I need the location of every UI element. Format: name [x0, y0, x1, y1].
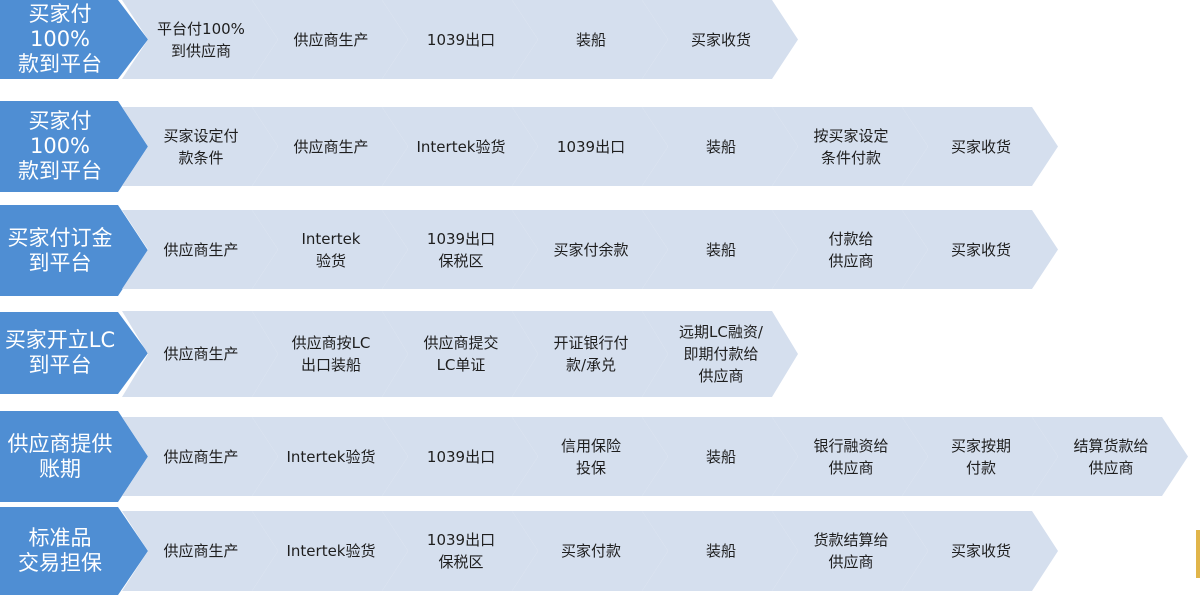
flow-row-6: 标准品 交易担保 供应商生产 Intertek验货 1039出口 保税区 买家付… — [0, 507, 1200, 595]
flow-step-label: Intertek 验货 — [301, 229, 361, 270]
flow-step-label: Intertek验货 — [286, 542, 376, 560]
flow-step: 供应商生产 — [252, 107, 408, 186]
row-header: 买家付100% 款到平台 — [0, 101, 148, 192]
flow-step-label: 买家收货 — [950, 542, 1011, 560]
flow-step: 买家收货 — [902, 107, 1058, 186]
flow-step: 买家收货 — [642, 0, 798, 79]
flow-row-4: 买家开立LC 到平台 供应商生产 供应商按LC 出口装船 供应商提交 LC单证 … — [0, 309, 1200, 398]
flow-row-5: 供应商提供 账期 供应商生产 Intertek验货 1039出口 信用保险 投保… — [0, 411, 1200, 502]
flow-step: 装船 — [642, 511, 798, 591]
flow-step-label: 供应商生产 — [163, 240, 239, 259]
flow-step-label: 开证银行付 款/承兑 — [553, 334, 629, 374]
flow-step: 供应商提交 LC单证 — [382, 311, 538, 397]
flow-step-label: 买家收货 — [950, 137, 1011, 156]
flow-step: Intertek验货 — [252, 417, 408, 496]
row-header-label: 买家付订金 到平台 — [7, 225, 113, 275]
flow-step-label: 1039出口 — [556, 137, 626, 156]
flow-step-label: 供应商生产 — [293, 30, 369, 49]
flow-step: 装船 — [642, 210, 798, 289]
flow-row-2: 买家付100% 款到平台 买家设定付 款条件 供应商生产 Intertek验货 … — [0, 101, 1200, 192]
flow-step-label: Intertek验货 — [416, 137, 506, 156]
flow-step: 供应商生产 — [122, 210, 278, 289]
flow-step: 平台付100% 到供应商 — [122, 0, 278, 79]
flow-step: 供应商生产 — [122, 417, 278, 496]
flow-step: 信用保险 投保 — [512, 417, 668, 496]
row-header: 标准品 交易担保 — [0, 507, 148, 595]
flow-step: Intertek 验货 — [252, 210, 408, 289]
flow-step: 装船 — [642, 417, 798, 496]
flow-step-label: 供应商生产 — [163, 345, 239, 363]
flow-step-label: 货款结算给 供应商 — [813, 531, 889, 571]
flow-step: 买家按期 付款 — [902, 417, 1058, 496]
flow-step: 1039出口 保税区 — [382, 511, 538, 591]
flow-step: 货款结算给 供应商 — [772, 511, 928, 591]
flow-step-label: 买家按期 付款 — [950, 436, 1011, 477]
flow-step: 装船 — [642, 107, 798, 186]
flow-step: 1039出口 — [382, 417, 538, 496]
flow-step-label: 按买家设定 条件付款 — [813, 126, 889, 167]
flow-step: 买家收货 — [902, 511, 1058, 591]
flow-step-label: 买家设定付 款条件 — [163, 126, 239, 167]
row-header: 供应商提供 账期 — [0, 411, 148, 502]
row-header: 买家付订金 到平台 — [0, 205, 148, 296]
flow-step-label: 买家付余款 — [553, 240, 629, 259]
flow-step: 供应商生产 — [252, 0, 408, 79]
flow-step: 远期LC融资/ 即期付款给 供应商 — [642, 311, 798, 397]
flow-step: 供应商生产 — [122, 311, 278, 397]
flow-step-label: 装船 — [705, 542, 736, 560]
row-header: 买家付100% 款到平台 — [0, 0, 148, 79]
flow-step-label: 买家收货 — [950, 240, 1011, 259]
flow-step-label: 供应商按LC 出口装船 — [291, 334, 371, 374]
flow-step-label: 供应商生产 — [163, 447, 239, 466]
flow-step: 买家付款 — [512, 511, 668, 591]
flow-step: 1039出口 — [512, 107, 668, 186]
flow-row-3: 买家付订金 到平台 供应商生产 Intertek 验货 1039出口 保税区 买… — [0, 205, 1200, 296]
flow-step: 付款给 供应商 — [772, 210, 928, 289]
row-header: 买家开立LC 到平台 — [0, 312, 148, 394]
flow-step-label: 供应商生产 — [293, 137, 369, 156]
flow-step-label: 银行融资给 供应商 — [813, 436, 889, 477]
row-header-label: 供应商提供 账期 — [7, 431, 113, 481]
flow-step: 供应商按LC 出口装船 — [252, 311, 408, 397]
flow-step-label: 装船 — [575, 30, 606, 49]
flow-step: 结算货款给 供应商 — [1032, 417, 1188, 496]
flow-step-label: 装船 — [705, 447, 736, 466]
flow-step-label: 1039出口 — [426, 447, 496, 466]
flow-step: Intertek验货 — [382, 107, 538, 186]
flow-step-label: 装船 — [705, 137, 736, 156]
flow-step: 1039出口 — [382, 0, 538, 79]
flow-step: 买家付余款 — [512, 210, 668, 289]
row-header-label: 买家开立LC 到平台 — [4, 328, 116, 377]
row-header-label: 买家付100% 款到平台 — [18, 2, 102, 76]
flow-step-label: 1039出口 — [426, 30, 496, 49]
flow-step: 银行融资给 供应商 — [772, 417, 928, 496]
flow-step: 开证银行付 款/承兑 — [512, 311, 668, 397]
flow-step-label: 1039出口 保税区 — [426, 531, 496, 571]
flow-step: 装船 — [512, 0, 668, 79]
flow-step: 买家设定付 款条件 — [122, 107, 278, 186]
flow-step: 按买家设定 条件付款 — [772, 107, 928, 186]
flow-step-label: 买家付款 — [560, 542, 621, 560]
flow-step: 买家收货 — [902, 210, 1058, 289]
flow-step: Intertek验货 — [252, 511, 408, 591]
row-header-label: 标准品 交易担保 — [18, 526, 102, 575]
flow-step-label: 信用保险 投保 — [560, 436, 621, 477]
row-header-label: 买家付100% 款到平台 — [18, 109, 102, 183]
flow-step-label: 远期LC融资/ 即期付款给 供应商 — [679, 323, 763, 385]
flow-step-label: 供应商生产 — [163, 542, 239, 560]
edge-accent-mark — [1196, 530, 1200, 578]
flow-step-label: 供应商提交 LC单证 — [423, 334, 499, 374]
flow-step-label: 结算货款给 供应商 — [1073, 436, 1149, 477]
flow-row-1: 买家付100% 款到平台 平台付100% 到供应商 供应商生产 1039出口 装… — [0, 0, 1200, 79]
flow-step-label: 装船 — [705, 240, 736, 259]
flow-step: 供应商生产 — [122, 511, 278, 591]
flow-step: 1039出口 保税区 — [382, 210, 538, 289]
flow-step-label: 买家收货 — [690, 30, 751, 49]
flow-step-label: 1039出口 保税区 — [426, 229, 496, 270]
flow-step-label: Intertek验货 — [286, 447, 376, 466]
flow-step-label: 付款给 供应商 — [828, 229, 874, 270]
flow-step-label: 平台付100% 到供应商 — [157, 19, 245, 60]
